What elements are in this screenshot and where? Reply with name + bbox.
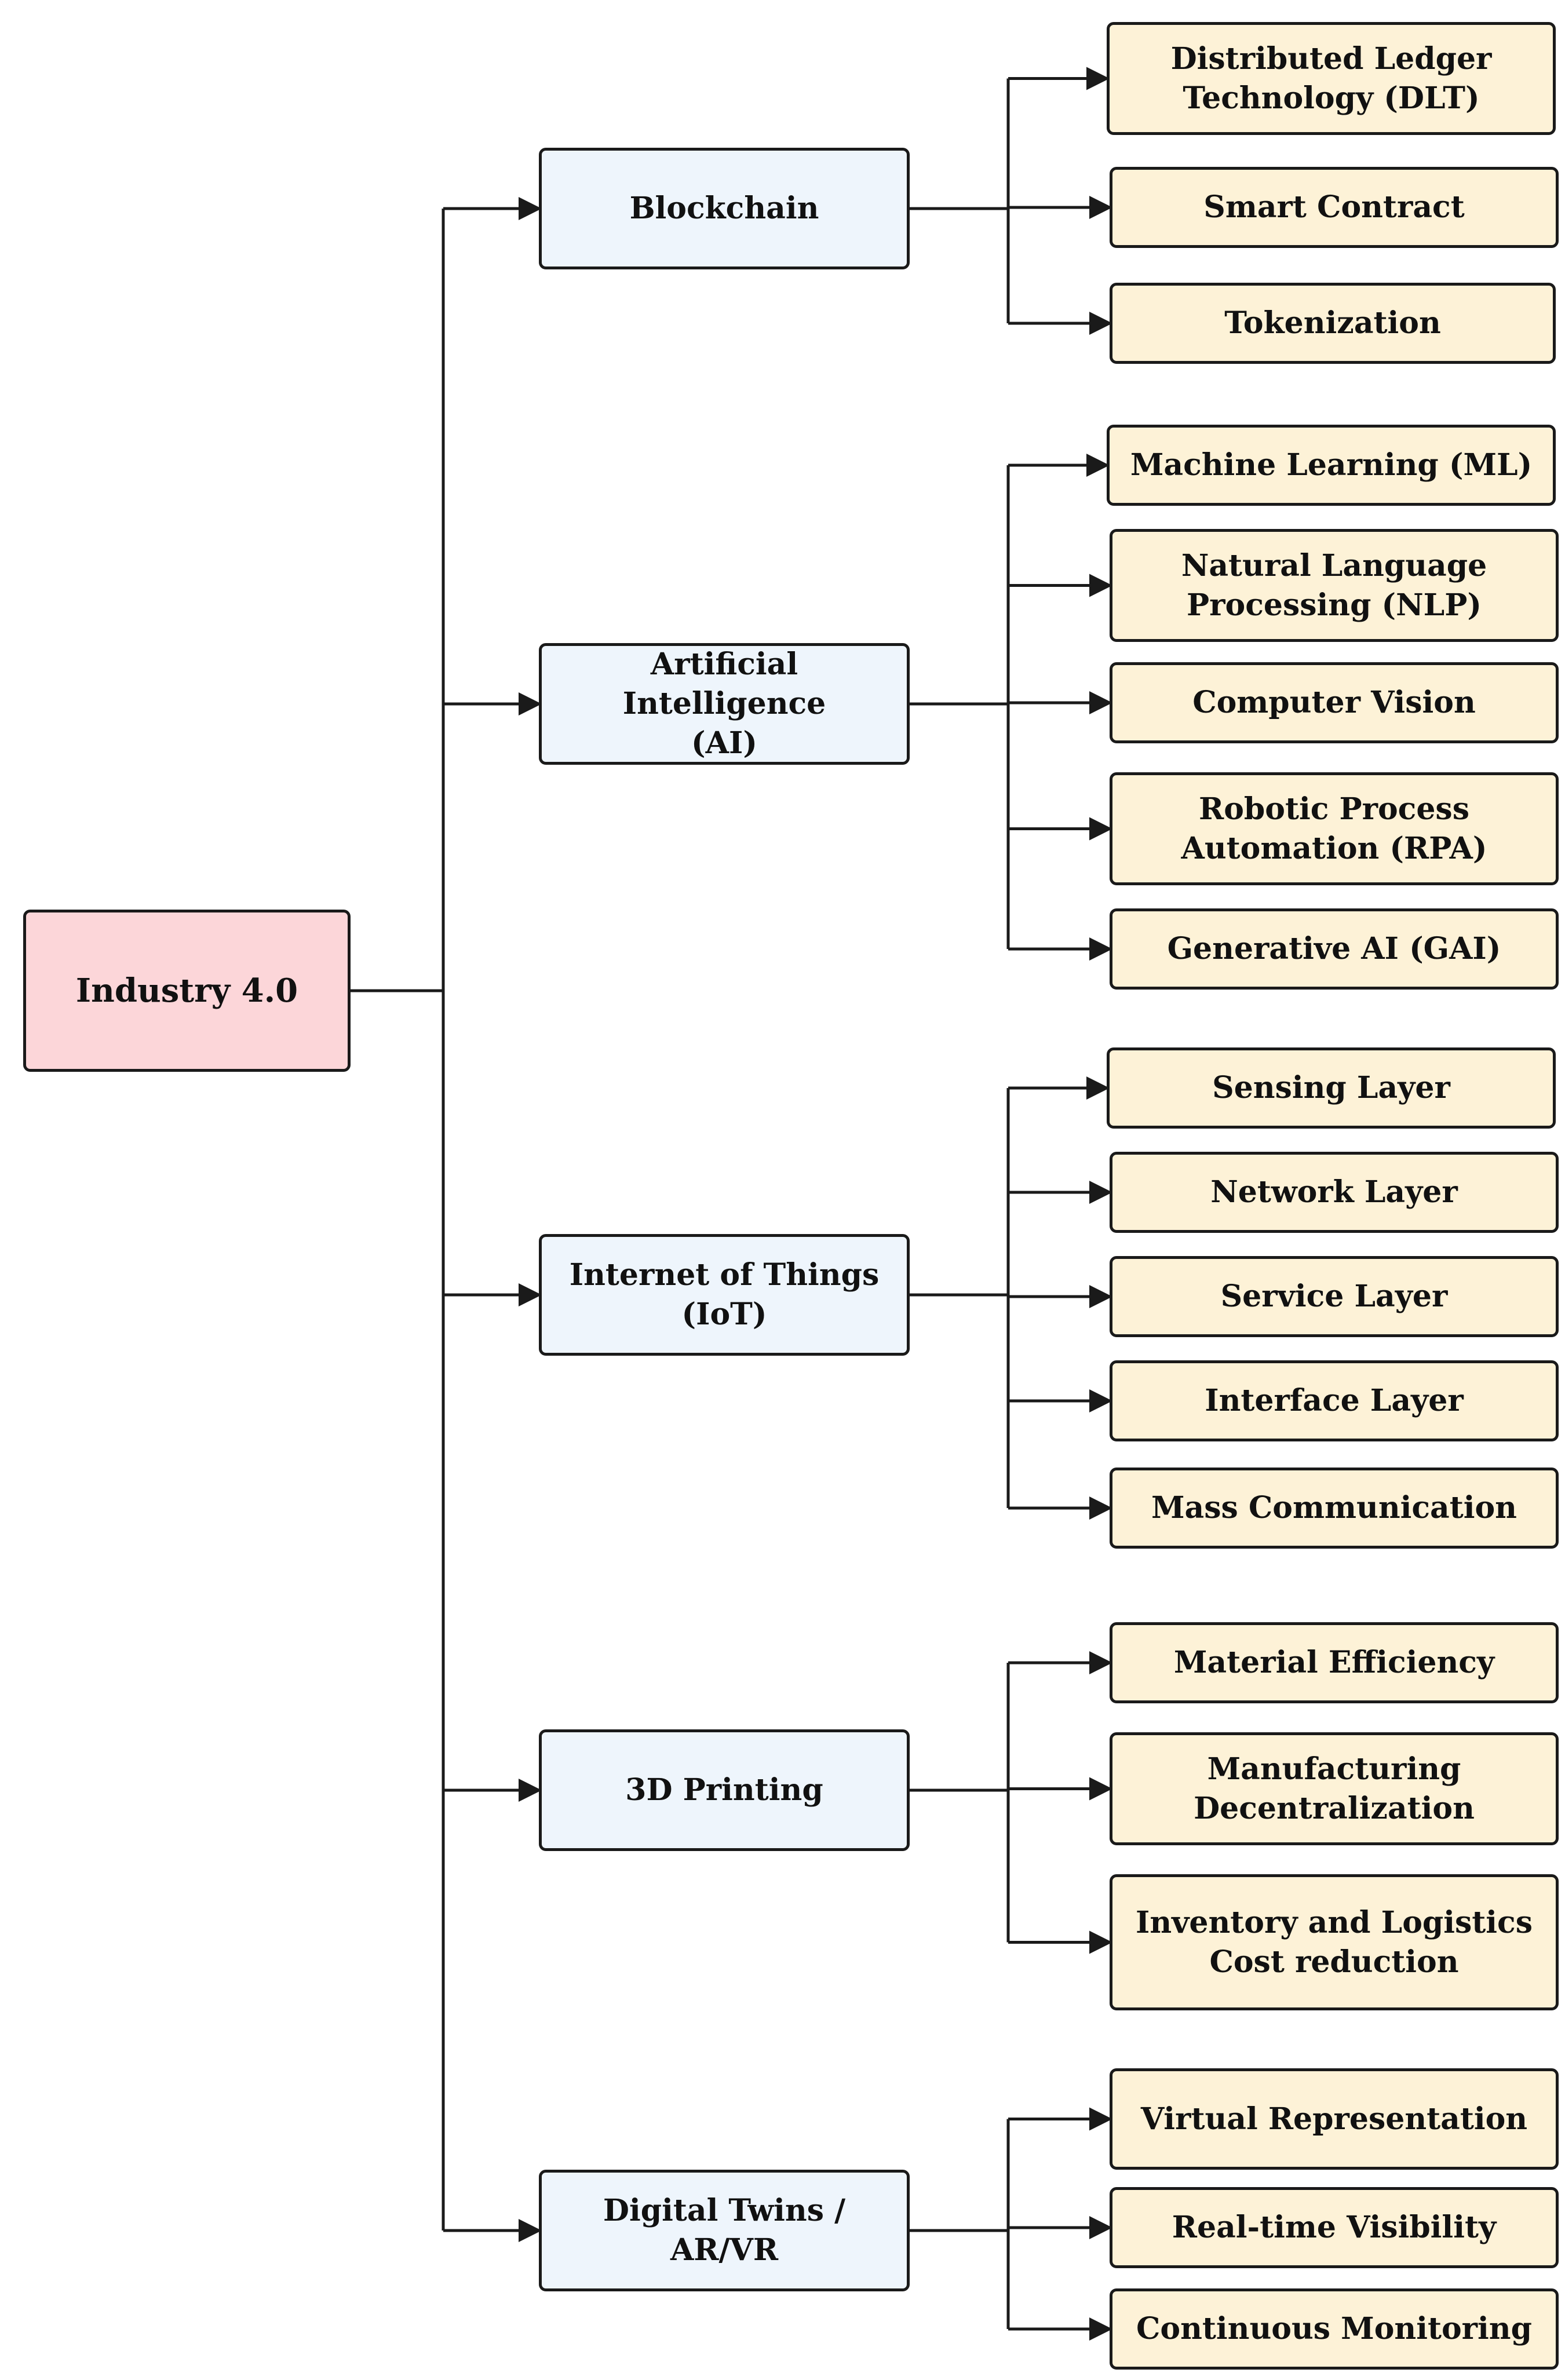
leaf-node-inventory-and-logistics-cost-reduction-label: Inventory and Logistics Cost reduction [1136, 1904, 1533, 1980]
leaf-node-continuous-monitoring: Continuous Monitoring [1110, 2288, 1559, 2370]
leaf-node-network-layer: Network Layer [1110, 1152, 1559, 1233]
leaf-node-robotic-process-automation-rpa-label: Robotic Process Automation (RPA) [1181, 791, 1487, 866]
leaf-node-sensing-layer-label: Sensing Layer [1212, 1070, 1450, 1105]
branch-node-blockchain-label: Blockchain [629, 191, 819, 226]
leaf-node-mass-communication-label: Mass Communication [1151, 1490, 1517, 1525]
leaf-node-inventory-and-logistics-cost-reduction: Inventory and Logistics Cost reduction [1110, 1874, 1559, 2010]
root-node-label: Industry 4.0 [75, 972, 298, 1010]
leaf-node-machine-learning-ml: Machine Learning (ML) [1107, 425, 1556, 506]
leaf-node-smart-contract-label: Smart Contract [1203, 189, 1465, 225]
leaf-node-computer-vision-label: Computer Vision [1192, 685, 1476, 720]
leaf-node-tokenization-label: Tokenization [1224, 305, 1441, 341]
branch-node-blockchain: Blockchain [539, 148, 910, 269]
branch-node-internet-of-things-iot: Internet of Things (IoT) [539, 1234, 910, 1356]
connectors [351, 67, 1112, 2341]
branch-node-internet-of-things-iot-label: Internet of Things (IoT) [569, 1257, 880, 1332]
leaf-node-material-efficiency: Material Efficiency [1110, 1622, 1559, 1703]
leaf-node-natural-language-processing-nlp: Natural Language Processing (NLP) [1110, 529, 1559, 642]
leaf-node-interface-layer: Interface Layer [1110, 1360, 1559, 1441]
leaf-node-network-layer-label: Network Layer [1210, 1174, 1458, 1210]
root-node-industry-4-0: Industry 4.0 [23, 910, 351, 1072]
branch-node-digital-twins-ar-vr-label: Digital Twins / AR/VR [603, 2193, 846, 2268]
leaf-node-robotic-process-automation-rpa: Robotic Process Automation (RPA) [1110, 772, 1559, 885]
leaf-node-service-layer: Service Layer [1110, 1256, 1559, 1337]
leaf-node-distributed-ledger-technology-dlt-label: Distributed Ledger Technology (DLT) [1170, 41, 1492, 116]
branch-node-digital-twins-ar-vr: Digital Twins / AR/VR [539, 2170, 910, 2291]
leaf-node-virtual-representation: Virtual Representation [1110, 2068, 1559, 2170]
leaf-node-computer-vision: Computer Vision [1110, 662, 1559, 743]
leaf-node-service-layer-label: Service Layer [1220, 1279, 1448, 1314]
leaf-node-generative-ai-gai: Generative AI (GAI) [1110, 908, 1559, 990]
leaf-node-smart-contract: Smart Contract [1110, 167, 1559, 248]
branch-node-artificial-intelligence-ai: Artificial Intelligence (AI) [539, 643, 910, 765]
leaf-node-sensing-layer: Sensing Layer [1107, 1047, 1556, 1129]
leaf-node-material-efficiency-label: Material Efficiency [1173, 1645, 1495, 1680]
leaf-node-generative-ai-gai-label: Generative AI (GAI) [1167, 931, 1501, 966]
leaf-node-real-time-visibility: Real-time Visibility [1110, 2187, 1559, 2268]
branch-node-3d-printing: 3D Printing [539, 1729, 910, 1851]
leaf-node-mass-communication: Mass Communication [1110, 1468, 1559, 1549]
leaf-node-virtual-representation-label: Virtual Representation [1140, 2101, 1528, 2137]
leaf-node-distributed-ledger-technology-dlt: Distributed Ledger Technology (DLT) [1107, 22, 1556, 135]
leaf-node-interface-layer-label: Interface Layer [1205, 1383, 1464, 1418]
leaf-node-manufacturing-decentralization: Manufacturing Decentralization [1110, 1732, 1559, 1845]
leaf-node-tokenization: Tokenization [1110, 283, 1556, 364]
branch-node-artificial-intelligence-ai-label: Artificial Intelligence (AI) [622, 647, 826, 761]
leaf-node-natural-language-processing-nlp-label: Natural Language Processing (NLP) [1181, 547, 1487, 623]
leaf-node-continuous-monitoring-label: Continuous Monitoring [1136, 2311, 1532, 2346]
leaf-node-real-time-visibility-label: Real-time Visibility [1172, 2210, 1497, 2245]
leaf-node-manufacturing-decentralization-label: Manufacturing Decentralization [1194, 1751, 1475, 1826]
leaf-node-machine-learning-ml-label: Machine Learning (ML) [1130, 447, 1533, 483]
branch-node-3d-printing-label: 3D Printing [625, 1772, 823, 1808]
